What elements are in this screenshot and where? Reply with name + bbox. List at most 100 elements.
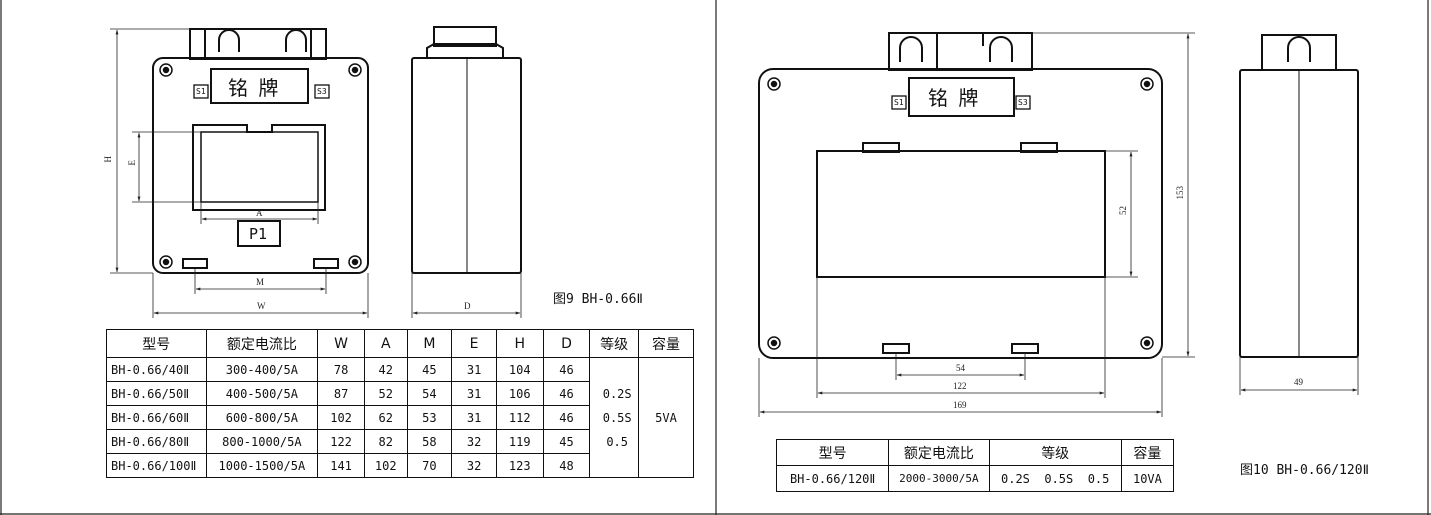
fig10-side-dimension [1239,357,1359,395]
fig10-s1-label: S1 [894,98,904,107]
a-cell: 42 [363,357,408,382]
a-cell: 82 [363,429,408,454]
ratio-cell: 800-1000/5A [205,429,319,454]
fig10-side-view [1239,34,1359,358]
w-cell: 78 [317,357,365,382]
fig10-dim-49: 49 [1294,377,1303,387]
fig9-dim-d: D [464,301,471,311]
grade-value: 0.2S [602,386,632,401]
fig10-dim-122: 122 [953,381,967,391]
grade-cell: 0.2S 0.5S 0.5 [589,357,640,478]
table-row: BH-0.66/60Ⅱ 600-800/5A 102 62 53 31 112 … [106,405,694,430]
d-cell: 46 [542,357,591,382]
capacity-cell: 5VA [638,357,694,478]
ratio-cell: 1000-1500/5A [205,453,319,478]
fig10-dim-52: 52 [1118,206,1128,215]
d-cell: 46 [542,381,591,406]
a-cell: 52 [363,381,408,406]
header-cell: A [363,329,408,358]
e-cell: 31 [451,357,497,382]
table-row: BH-0.66/80Ⅱ 800-1000/5A 122 82 58 32 119… [106,429,694,454]
ratio-cell: 2000-3000/5A [888,465,990,492]
table-row: BH-0.66/100Ⅱ 1000-1500/5A 141 102 70 32 … [106,453,694,478]
fig10-dim-153: 153 [1175,186,1185,200]
a-cell: 102 [363,453,408,478]
header-cell: 等级 [988,439,1122,466]
ratio-cell: 300-400/5A [205,357,319,382]
d-cell: 45 [542,429,591,454]
fig9-dim-a: A [256,208,263,218]
fig9-caption: 图9 BH-0.66Ⅱ [553,292,643,307]
header-cell: 额定电流比 [205,329,319,358]
a-cell: 62 [363,405,408,430]
h-cell: 106 [495,381,544,406]
fig9-mounting-holes [159,63,362,269]
fig9-s3-label: S3 [317,87,327,96]
grade-cell: 0.2S 0.5S 0.5 [988,465,1122,492]
header-cell: H [495,329,544,358]
grade-value: 0.5S [602,410,632,425]
fig10-mounting-holes [767,77,1154,350]
table-row: BH-0.66/50Ⅱ 400-500/5A 87 52 54 31 106 4… [106,381,694,406]
header-cell: 型号 [775,439,890,466]
model-cell: BH-0.66/50Ⅱ [106,381,207,406]
fig10-s3-label: S3 [1018,98,1028,107]
ratio-cell: 400-500/5A [205,381,319,406]
e-cell: 31 [451,381,497,406]
e-cell: 32 [451,429,497,454]
fig9-dim-e: E [127,160,137,166]
header-cell: 容量 [1120,439,1175,466]
model-cell: BH-0.66/80Ⅱ [106,429,207,454]
h-cell: 123 [495,453,544,478]
fig10-nameplate-label: 铭 牌 [928,86,981,110]
fig10-table-header-row: 型号 额定电流比 等级 容量 [775,439,1175,466]
fig9-dim-w: W [257,301,266,311]
e-cell: 32 [451,453,497,478]
w-cell: 102 [317,405,365,430]
capacity-cell: 10VA [1120,465,1175,492]
ratio-cell: 600-800/5A [205,405,319,430]
header-cell: 型号 [106,329,207,358]
fig10-dim-54: 54 [956,363,965,373]
m-cell: 58 [406,429,453,454]
m-cell: 54 [406,381,453,406]
header-cell: 额定电流比 [888,439,990,466]
h-cell: 104 [495,357,544,382]
fig9-dimension-lines [110,28,369,318]
e-cell: 31 [451,405,497,430]
header-cell: W [317,329,365,358]
fig9-side-dimension [411,273,522,318]
fig9-p1-label: P1 [249,225,268,243]
header-cell: 等级 [589,329,640,358]
fig9-table-header-row: 型号 额定电流比 W A M E H D 等级 容量 [106,329,694,358]
w-cell: 87 [317,381,365,406]
header-cell: M [406,329,453,358]
model-cell: BH-0.66/60Ⅱ [106,405,207,430]
header-cell: 容量 [638,329,694,358]
m-cell: 45 [406,357,453,382]
grade-value: 0.5 [606,434,629,449]
fig9-dim-h: H [103,156,113,163]
table-row: BH-0.66/120Ⅱ 2000-3000/5A 0.2S 0.5S 0.5 … [775,465,1175,492]
fig10-dim-169: 169 [953,400,967,410]
d-cell: 46 [542,405,591,430]
h-cell: 112 [495,405,544,430]
header-cell: D [542,329,591,358]
fig10-dimension-lines [758,32,1195,417]
fig9-dim-m: M [256,277,265,287]
fig9-side-view [411,26,522,274]
m-cell: 53 [406,405,453,430]
d-cell: 48 [542,453,591,478]
fig9-s1-label: S1 [196,87,206,96]
table-row: BH-0.66/40Ⅱ 300-400/5A 78 42 45 31 104 4… [106,357,694,478]
fig9-spec-table: 型号 额定电流比 W A M E H D 等级 容量 BH-0.66/40Ⅱ 3… [106,329,694,478]
h-cell: 119 [495,429,544,454]
model-cell: BH-0.66/40Ⅱ [106,357,207,382]
header-cell: E [451,329,497,358]
fig10-spec-table: 型号 额定电流比 等级 容量 BH-0.66/120Ⅱ 2000-3000/5A… [775,439,1175,492]
w-cell: 141 [317,453,365,478]
w-cell: 122 [317,429,365,454]
